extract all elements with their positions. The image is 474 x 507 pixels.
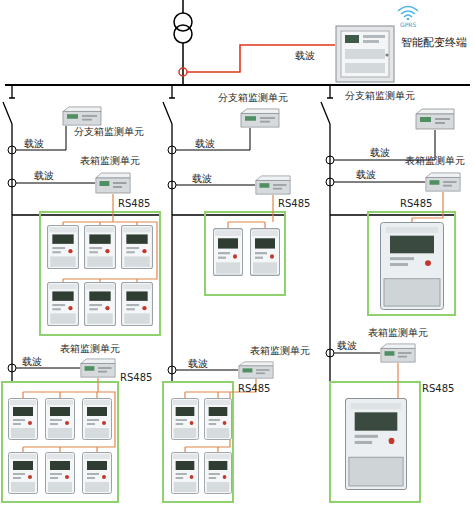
feeder-lines xyxy=(3,85,455,382)
signal-label: GPRS xyxy=(400,21,416,28)
energy-meter xyxy=(9,453,38,494)
energy-meter xyxy=(83,399,112,440)
signal-label: 载波 xyxy=(188,358,208,370)
signal-label: 载波 xyxy=(337,340,357,352)
energy-meter xyxy=(85,283,116,326)
unit-label: 表箱监测单元 xyxy=(60,343,120,355)
monitoring-unit-node: 表箱监测单元 xyxy=(405,155,473,195)
monitoring-unit-node: 表箱监测单元 xyxy=(60,343,126,381)
monitoring-unit-node: 表箱监测单元 xyxy=(78,155,150,195)
energy-meter xyxy=(122,283,153,326)
device-icon xyxy=(240,108,280,128)
monitoring-unit-icon xyxy=(256,176,290,194)
energy-meter xyxy=(204,399,231,440)
monitoring-unit-node: 表箱监测单元 xyxy=(368,327,434,365)
device-icon-shape xyxy=(239,362,273,378)
device-icon-shape xyxy=(336,26,394,82)
unit-label: 分支箱监测单元 xyxy=(218,92,288,104)
bus-label: RS485 xyxy=(118,198,150,210)
device-icon xyxy=(238,361,274,379)
unit-label: 表箱监测单元 xyxy=(368,327,428,339)
signal-label: 载波 xyxy=(192,173,212,185)
bus-label: RS485 xyxy=(400,198,432,210)
signal-label: 载波 xyxy=(356,169,376,181)
device-icon-shape xyxy=(63,107,101,125)
unit-label: 智能配变终端 xyxy=(401,37,467,49)
monitoring-unit-node: 分支箱监测单元 xyxy=(218,92,298,130)
carrier-wire xyxy=(187,45,335,72)
unit-label: 表箱监测单元 xyxy=(250,345,310,357)
wireless-dot xyxy=(407,18,410,21)
energy-meter xyxy=(171,399,198,440)
energy-meter xyxy=(251,229,280,276)
bus-label: RS485 xyxy=(238,383,270,395)
bus-label: RS485 xyxy=(422,383,454,395)
signal-label: 载波 xyxy=(34,170,54,182)
meter-box-outlines xyxy=(2,212,455,502)
device-icon xyxy=(95,172,131,194)
energy-meter xyxy=(46,453,75,494)
signal-label: 载波 xyxy=(195,138,215,150)
bus-label: RS485 xyxy=(120,372,152,384)
device-icon-shape xyxy=(426,173,460,191)
device-icon-shape xyxy=(96,173,130,193)
monitoring-unit-node: 分支箱监测单元 xyxy=(345,90,457,132)
current-transformer xyxy=(179,68,187,76)
energy-meter xyxy=(122,226,153,269)
three-phase-meter xyxy=(381,222,444,309)
energy-meter xyxy=(46,399,75,440)
energy-meter xyxy=(48,226,79,269)
device-icon xyxy=(335,25,395,83)
unit-label: 分支箱监测单元 xyxy=(74,126,144,138)
device-icon xyxy=(415,108,455,130)
unit-label: 表箱监测单元 xyxy=(80,155,140,167)
low-voltage-bus xyxy=(5,84,470,86)
meter-group xyxy=(9,222,444,493)
device-icon xyxy=(80,358,116,378)
unit-label: 分支箱监测单元 xyxy=(345,90,415,102)
signal-label: 载波 xyxy=(22,356,42,368)
carrier-leads xyxy=(8,126,435,374)
device-icon-shape xyxy=(381,344,415,362)
terminal-node: 智能配变终端 xyxy=(335,25,474,85)
device-icon xyxy=(380,343,416,363)
energy-meter xyxy=(214,229,243,276)
device-icon-shape xyxy=(81,359,115,377)
signal-label: 载波 xyxy=(295,50,315,62)
monitoring-unit-node: 表箱监测单元 xyxy=(238,345,314,381)
energy-meter xyxy=(48,283,79,326)
three-phase-meter xyxy=(345,399,406,490)
signal-label: 载波 xyxy=(370,147,390,159)
bus-label: RS485 xyxy=(278,198,310,210)
energy-meter xyxy=(83,453,112,494)
monitoring-unit-node: 分支箱监测单元 xyxy=(62,106,152,140)
device-icon-shape xyxy=(241,109,279,127)
unit-label: 表箱监测单元 xyxy=(405,155,465,167)
wireless-icon xyxy=(398,7,418,18)
energy-meter xyxy=(204,453,231,494)
energy-meter xyxy=(9,399,38,440)
signal-label: 载波 xyxy=(24,138,44,150)
device-icon xyxy=(62,106,102,126)
device-icon xyxy=(425,172,461,192)
device-icon-shape xyxy=(416,109,454,129)
energy-meter xyxy=(85,226,116,269)
energy-meter xyxy=(171,453,198,494)
